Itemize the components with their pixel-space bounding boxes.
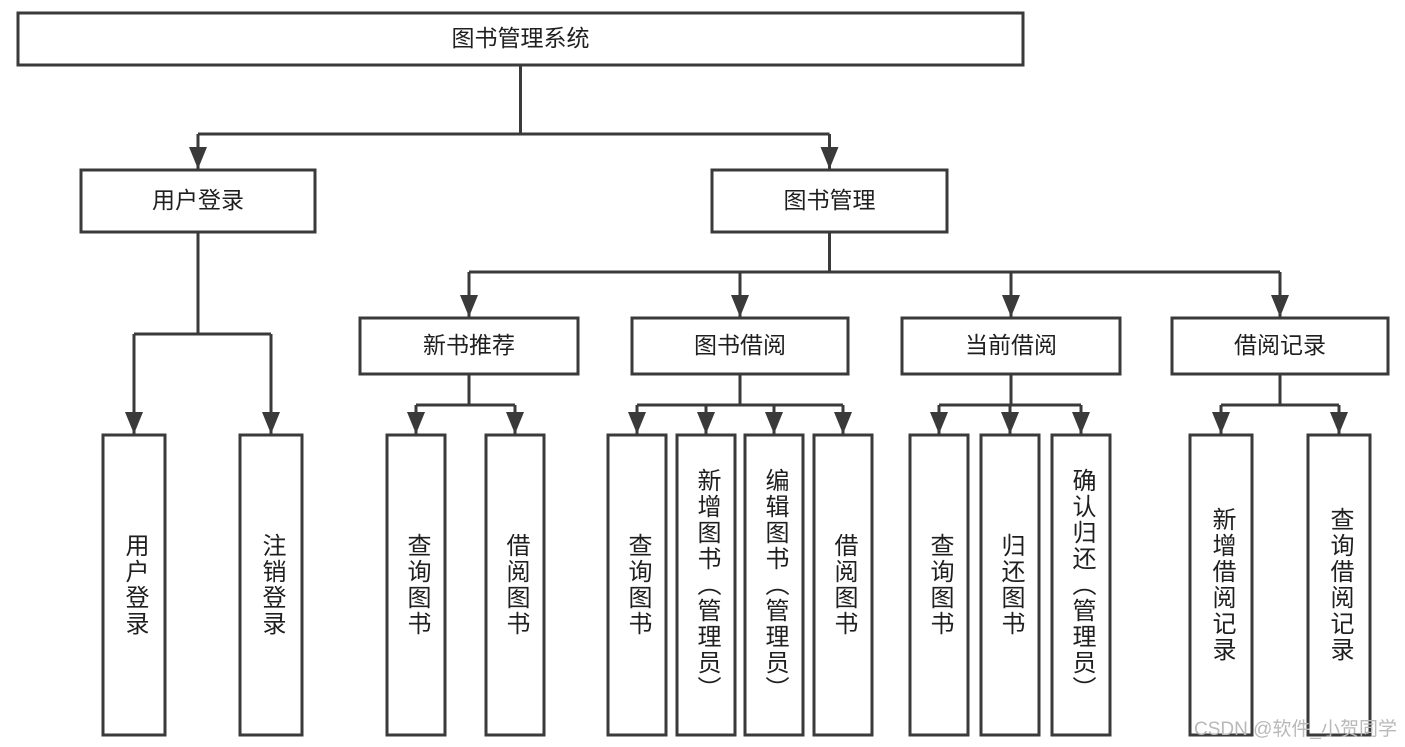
arrow-head-icon — [1330, 412, 1348, 434]
leaf-box-7[interactable] — [812, 433, 874, 737]
node-level2-3[interactable] — [1170, 316, 1390, 376]
arrow-head-icon — [628, 412, 646, 434]
arrow-head-icon — [765, 412, 783, 434]
leaf-box-1[interactable] — [238, 433, 304, 737]
leaf-box-11[interactable] — [1188, 433, 1254, 737]
node-level2-1[interactable] — [630, 316, 850, 376]
node-level2-1-label: 图书借阅 — [694, 332, 786, 358]
watermark-text: CSDN @软件_小贺同学 — [1194, 719, 1397, 740]
arrow-head-icon — [820, 147, 839, 169]
arrow-head-icon — [1002, 295, 1020, 317]
arrow-head-icon — [506, 412, 524, 434]
leaf-box-4[interactable] — [606, 433, 668, 737]
node-level1-0[interactable] — [79, 168, 317, 234]
leaf-box-2[interactable] — [385, 433, 447, 737]
node-level2-0[interactable] — [358, 316, 580, 376]
arrow-head-icon — [189, 147, 207, 169]
arrow-head-icon — [1001, 412, 1019, 434]
arrow-head-icon — [1271, 295, 1289, 317]
node-level1-1-label: 图书管理 — [784, 187, 876, 213]
arrow-head-icon — [1212, 412, 1230, 434]
connector-layer — [125, 65, 1348, 434]
arrow-head-icon — [1072, 412, 1090, 434]
node-level1-1[interactable] — [710, 168, 949, 234]
node-level1-0-label: 用户登录 — [152, 187, 244, 213]
leaf-box-8[interactable] — [908, 433, 970, 737]
leaf-box-10[interactable] — [1050, 433, 1112, 737]
arrow-head-icon — [262, 412, 280, 434]
arrow-head-icon — [125, 412, 143, 434]
leaf-box-0[interactable] — [101, 433, 167, 737]
leaf-box-6[interactable] — [743, 433, 805, 737]
node-level2-3-label: 借阅记录 — [1234, 332, 1326, 358]
arrow-head-icon — [460, 295, 478, 317]
arrow-head-icon — [731, 295, 749, 317]
node-level2-2-label: 当前借阅 — [965, 332, 1057, 358]
node-level2-2[interactable] — [900, 316, 1122, 376]
node-root-label: 图书管理系统 — [452, 25, 590, 51]
leaf-box-9[interactable] — [979, 433, 1041, 737]
leaf-box-3[interactable] — [484, 433, 546, 737]
node-level2-0-label: 新书推荐 — [423, 332, 515, 358]
arrow-head-icon — [930, 412, 948, 434]
arrow-head-icon — [834, 412, 852, 434]
node-root[interactable] — [16, 11, 1025, 67]
arrow-head-icon — [697, 412, 715, 434]
leaf-box-12[interactable] — [1306, 433, 1372, 737]
leaf-box-5[interactable] — [675, 433, 737, 737]
arrow-head-icon — [407, 412, 425, 434]
